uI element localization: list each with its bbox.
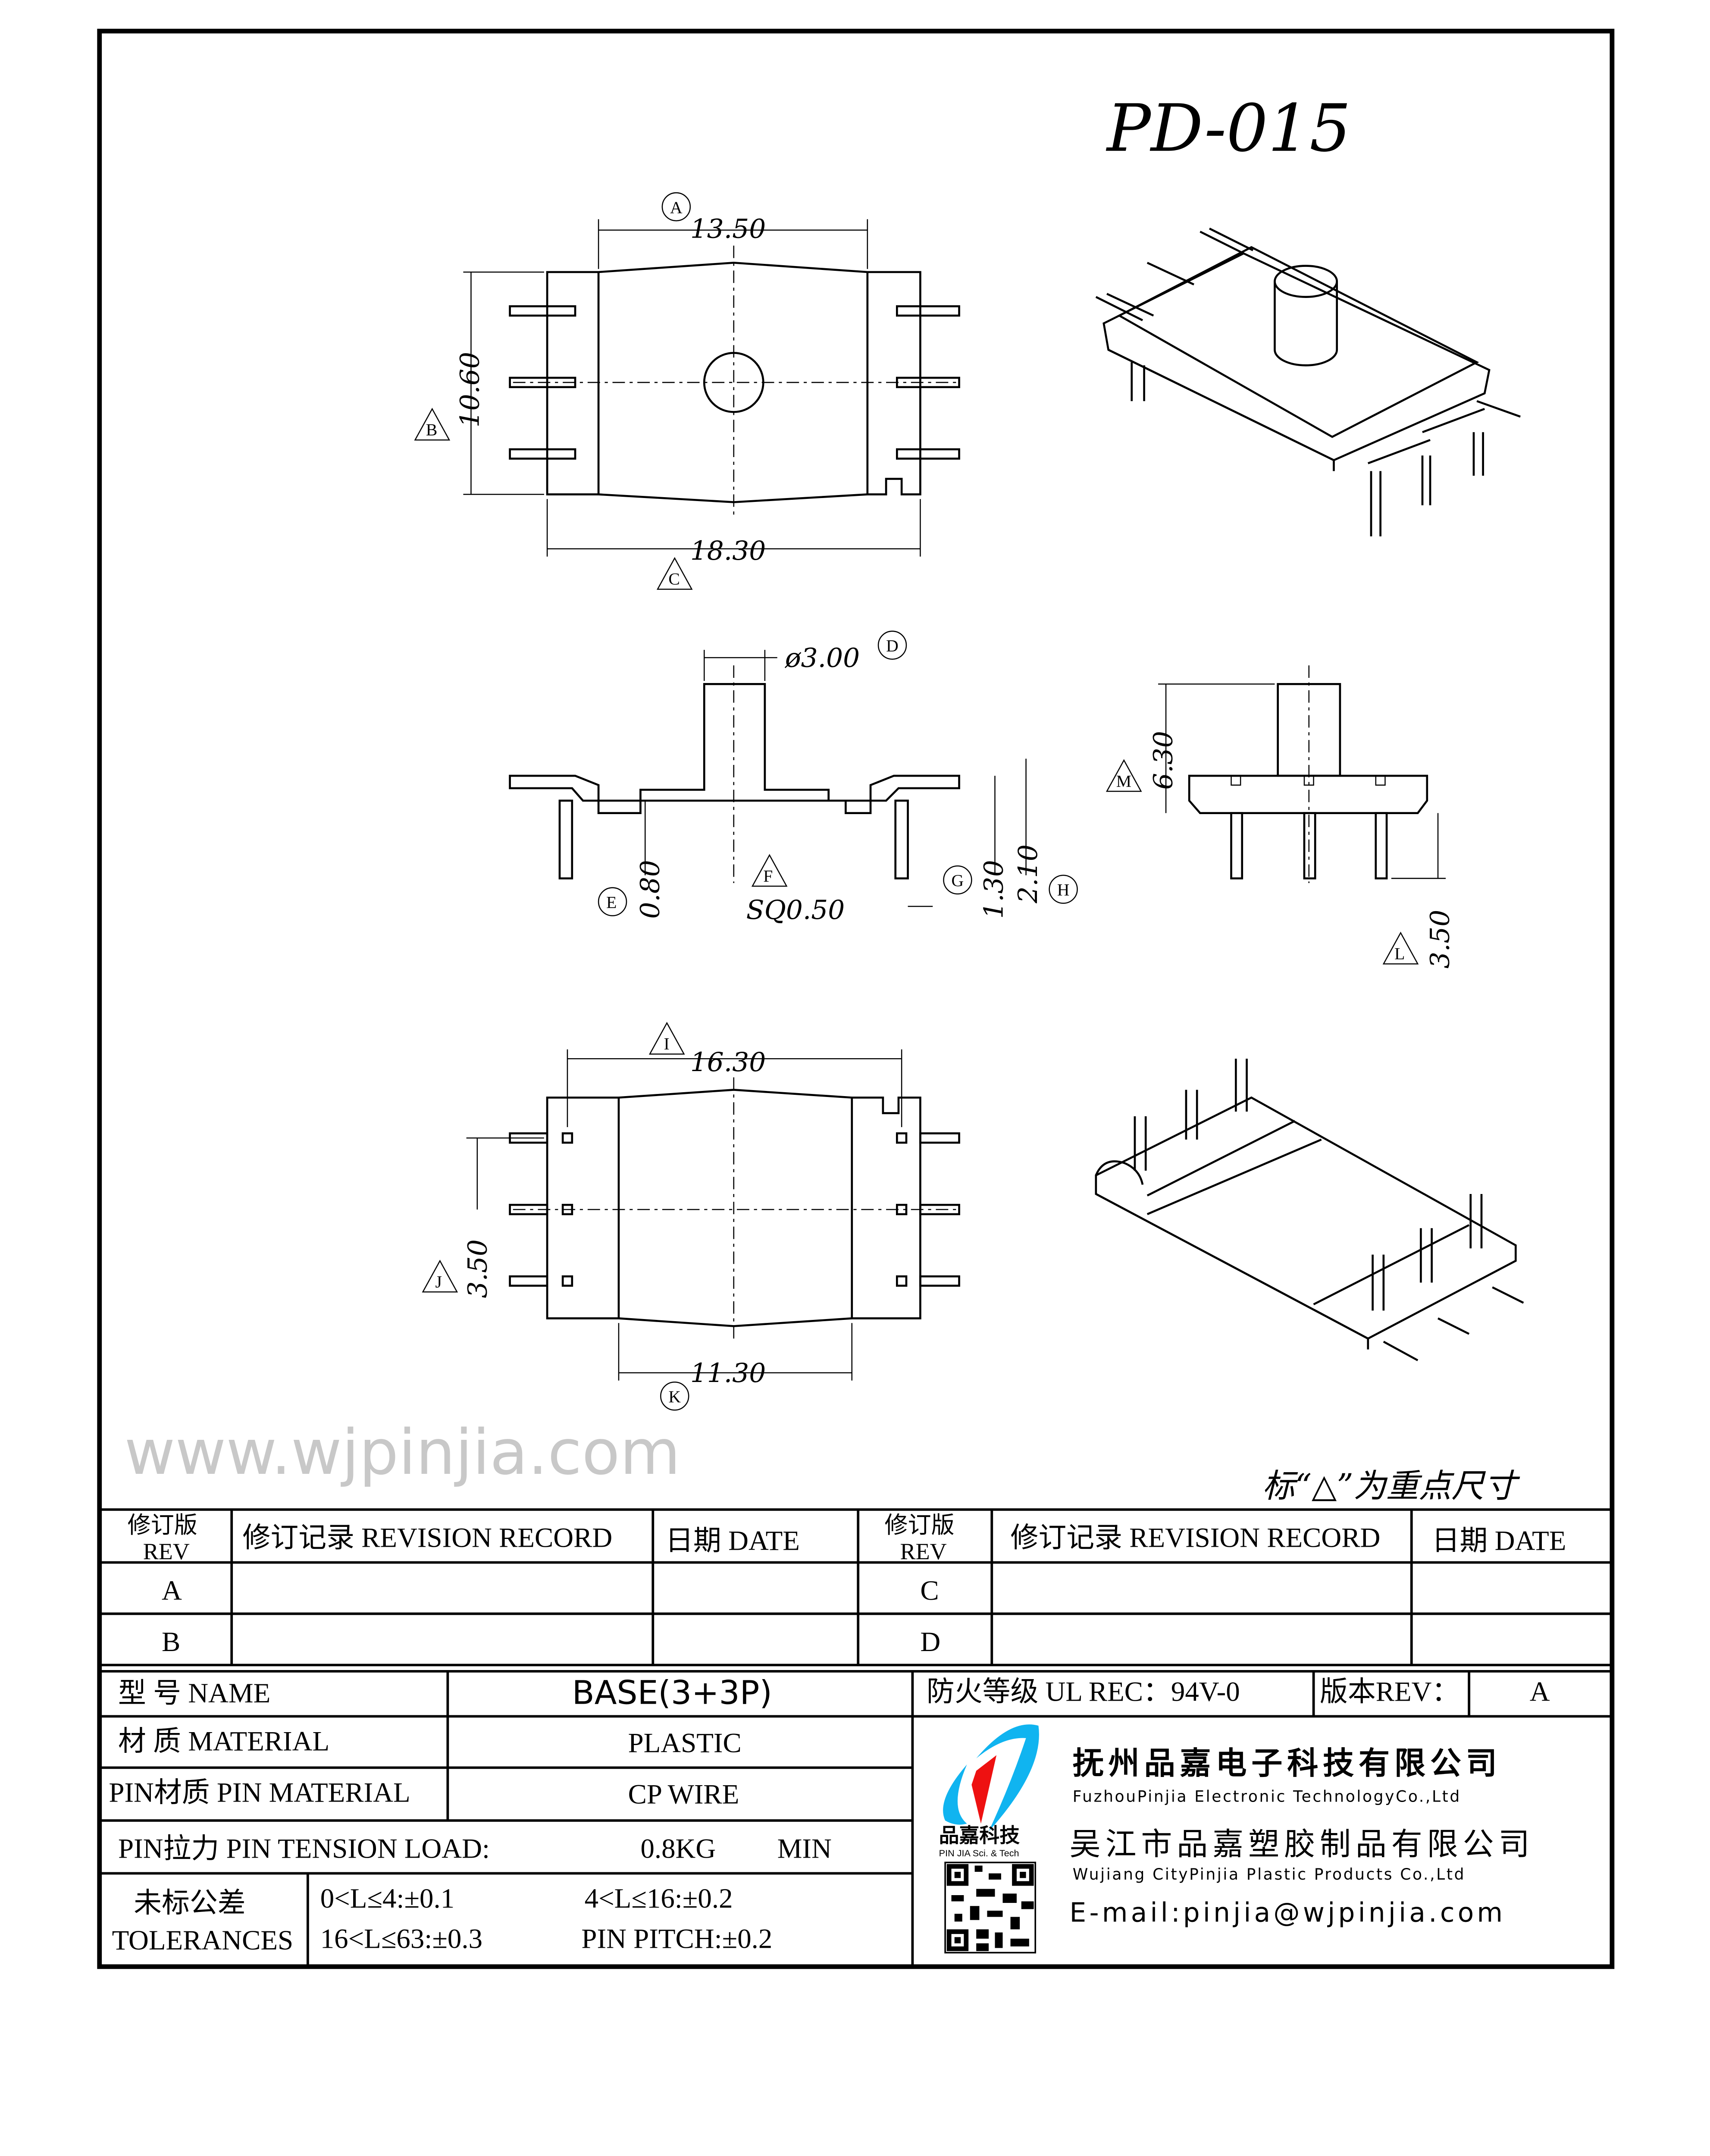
- tension-label: PIN拉力 PIN TENSION LOAD:: [118, 1833, 490, 1864]
- tolerance-label: 未标公差: [134, 1888, 246, 1919]
- svg-text:G: G: [952, 871, 964, 890]
- record-header-right: 修订记录 REVISION RECORD: [1011, 1522, 1381, 1553]
- material-value: PLASTIC: [628, 1727, 742, 1758]
- dim-m: 6.30: [1148, 731, 1179, 790]
- dim-i: 16.30: [690, 1047, 766, 1078]
- tension-unit: MIN: [777, 1833, 832, 1864]
- tolerance-4: PIN PITCH:±0.2: [581, 1924, 772, 1955]
- version-value: A: [1530, 1676, 1550, 1707]
- company-name-1-en: FuzhouPinjia Electronic TechnologyCo.,Lt…: [1073, 1788, 1461, 1806]
- logo-cn: 品嘉科技: [939, 1824, 1020, 1847]
- logo-en: PIN JIA Sci. & Tech: [939, 1848, 1019, 1858]
- company-logo-icon: 品嘉科技 PIN JIA Sci. & Tech: [939, 1724, 1039, 1858]
- material-label: 材 质 MATERIAL: [118, 1726, 329, 1757]
- name-value: BASE(3+3P): [572, 1674, 772, 1712]
- date-header-right: 日期 DATE: [1432, 1526, 1566, 1557]
- upper-section: PD-015 A 13.50 B 10.60 C 18.30: [414, 90, 1521, 590]
- rev-b: B: [162, 1626, 180, 1658]
- svg-text:H: H: [1057, 881, 1070, 899]
- key-dimension-note: 标“△”为重点尺寸: [1262, 1467, 1520, 1505]
- engineering-drawing: www.wjpinjia.com PD-015 A 13.50 B 10.60 …: [97, 28, 1615, 1969]
- dim-c: 18.30: [690, 536, 766, 566]
- version-label: 版本REV：: [1320, 1676, 1459, 1707]
- company-name-2-en: Wujiang CityPinjia Plastic Products Co.,…: [1073, 1865, 1466, 1883]
- side-view: M 6.30 L 3.50: [1106, 665, 1455, 968]
- fire-rating: 防火等级 UL REC：94V-0: [927, 1676, 1240, 1707]
- dim-k: 11.30: [690, 1358, 766, 1388]
- svg-text:J: J: [435, 1272, 442, 1291]
- dim-e: 0.80: [635, 860, 666, 918]
- svg-text:E: E: [606, 893, 617, 912]
- rev-header-right-en: REV: [900, 1539, 947, 1564]
- rev-a: A: [162, 1575, 182, 1606]
- bottom-view: I 16.30 J 3.50 K 11.30: [422, 1022, 960, 1411]
- tension-value: 0.8KG: [640, 1833, 716, 1864]
- revision-table: 修订版 REV 修订记录 REVISION RECORD 日期 DATE 修订版…: [99, 1508, 1612, 1667]
- drawing-frame: [97, 28, 1615, 1969]
- company-block: 品嘉科技 PIN JIA Sci. & Tech 抚州品嘉电子科技有限公司 Fu…: [939, 1724, 1535, 1954]
- name-label: 型 号 NAME: [118, 1678, 270, 1709]
- svg-text:I: I: [664, 1034, 670, 1053]
- title-section: 标“△”为重点尺寸 修订版 REV 修订记录 REVISION RECORD 日…: [99, 1467, 1612, 1967]
- rev-header-left-en: REV: [143, 1539, 190, 1564]
- top-view: A 13.50 B 10.60 C 18.30: [414, 192, 960, 590]
- pin-material-label: PIN材质 PIN MATERIAL: [109, 1777, 410, 1808]
- dim-b: 10.60: [454, 352, 485, 427]
- rev-d: D: [920, 1626, 940, 1658]
- dim-j: 3.50: [463, 1239, 493, 1298]
- iso-view-top: [1095, 227, 1521, 536]
- date-header-left: 日期 DATE: [665, 1526, 800, 1557]
- qr-code-icon: [944, 1861, 1037, 1954]
- watermark: www.wjpinjia.com: [124, 1416, 680, 1489]
- dim-d: ø3.00: [785, 643, 860, 674]
- svg-text:L: L: [1394, 944, 1405, 963]
- lower-section: I 16.30 J 3.50 K 11.30: [422, 1022, 1524, 1411]
- iso-view-bottom: [1095, 1059, 1524, 1361]
- company-name-1-cn: 抚州品嘉电子科技有限公司: [1073, 1745, 1502, 1782]
- rev-c: C: [920, 1575, 939, 1606]
- company-name-2-cn: 吴江市品嘉塑胶制品有限公司: [1070, 1826, 1535, 1862]
- svg-text:B: B: [426, 420, 437, 439]
- svg-text:C: C: [668, 570, 680, 589]
- rev-header-right: 修订版: [885, 1512, 955, 1538]
- dim-f: SQ0.50: [746, 895, 845, 925]
- tolerance-label-en: TOLERANCES: [112, 1925, 294, 1956]
- tolerance-2: 4<L≤16:±0.2: [585, 1883, 733, 1914]
- rev-header-left: 修订版: [128, 1512, 197, 1538]
- title-block: 型 号 NAME BASE(3+3P) 防火等级 UL REC：94V-0 版本…: [99, 1670, 1612, 1967]
- svg-text:A: A: [670, 198, 683, 217]
- company-email: E-mail:pinjia@wjpinjia.com: [1070, 1897, 1506, 1928]
- tolerance-3: 16<L≤63:±0.3: [320, 1924, 482, 1955]
- dim-h: 2.10: [1013, 844, 1043, 903]
- svg-text:D: D: [886, 636, 899, 655]
- pin-material-value: CP WIRE: [628, 1779, 739, 1810]
- dim-l: 3.50: [1425, 910, 1455, 968]
- svg-text:K: K: [668, 1387, 681, 1406]
- dim-g: 1.30: [979, 860, 1009, 918]
- dim-a: 13.50: [690, 214, 766, 244]
- part-number-title: PD-015: [1106, 90, 1351, 166]
- svg-text:F: F: [763, 866, 773, 885]
- tolerance-1: 0<L≤4:±0.1: [320, 1883, 454, 1914]
- middle-section: ø3.00 D 0.80 E F SQ0.50 G 1.30 2.10 H M …: [509, 630, 1455, 968]
- svg-text:M: M: [1116, 771, 1131, 790]
- front-view: ø3.00 D 0.80 E F SQ0.50 G 1.30 2.10 H: [509, 630, 1078, 925]
- record-header-left: 修订记录 REVISION RECORD: [242, 1522, 612, 1553]
